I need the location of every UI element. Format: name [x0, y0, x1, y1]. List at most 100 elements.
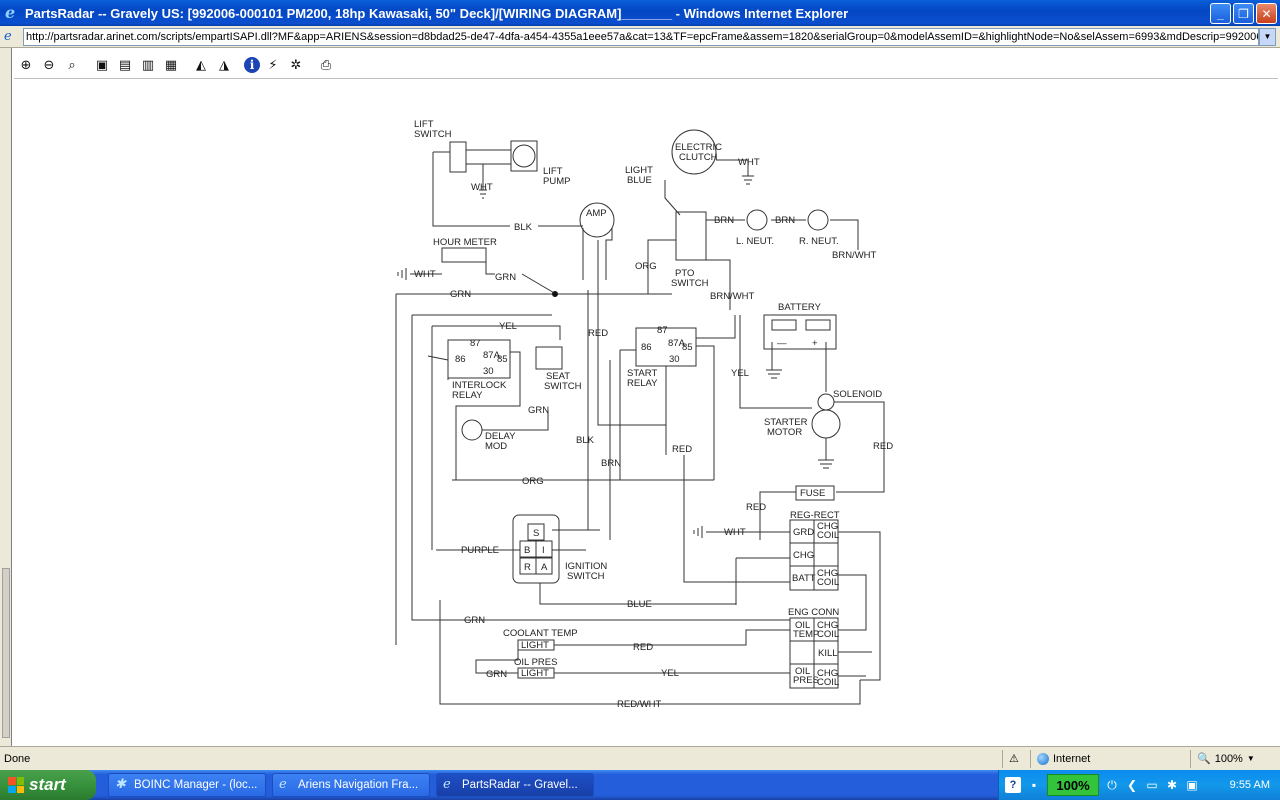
amp-symbol: [579, 202, 615, 238]
label: RED/WHT: [617, 699, 662, 710]
electric-clutch-symbol: [671, 129, 717, 175]
pto-switch-symbol: [675, 211, 707, 261]
zoom-fit-icon[interactable]: ⌕: [68, 57, 76, 72]
start-button[interactable]: start: [0, 770, 96, 800]
fit-width-icon[interactable]: ▤: [118, 57, 132, 72]
help-icon[interactable]: ?: [1005, 777, 1021, 793]
back-arrow-icon[interactable]: ❮: [1126, 778, 1138, 792]
clock: 9:55 AM: [1229, 779, 1270, 791]
address-input[interactable]: http://partsradar.arinet.com/scripts/emp…: [23, 27, 1259, 46]
taskbar-item-label: Ariens Navigation Fra...: [298, 779, 419, 791]
label: BRN/WHT: [710, 291, 755, 302]
label: COIL: [817, 677, 839, 688]
info-icon[interactable]: i: [244, 57, 260, 73]
label: BRN: [601, 458, 621, 469]
label: AMP: [586, 208, 607, 219]
interlock-relay-symbol: [447, 339, 511, 379]
diagram-labels: LIFT SWITCH LIFT PUMP WHT ELECTRIC CLUTC…: [414, 119, 893, 710]
label: 87: [470, 338, 481, 349]
label: PURPLE: [461, 545, 499, 556]
label: RED: [873, 441, 893, 452]
label: BATT: [792, 573, 816, 584]
close-icon[interactable]: ✕: [1256, 3, 1277, 24]
monitor-icon[interactable]: ▣: [1186, 778, 1198, 792]
ie-icon: e: [443, 777, 451, 792]
label: BLK: [576, 435, 595, 446]
zoom-in-icon[interactable]: ⊕: [20, 57, 32, 72]
taskbar-item-partsradar[interactable]: e PartsRadar -- Gravel...: [436, 773, 594, 797]
label: SOLENOID: [833, 389, 882, 400]
ie-icon: e: [279, 777, 287, 792]
fuse-symbol: [795, 485, 835, 501]
hotspot-icon[interactable]: ⚡: [268, 57, 278, 72]
ie-logo-icon: e: [5, 3, 16, 22]
minimize-icon[interactable]: _: [1210, 3, 1231, 24]
label: 85: [497, 354, 508, 365]
zone-cell[interactable]: Internet: [1030, 749, 1190, 768]
label: BRN: [714, 215, 734, 226]
label: START: [627, 368, 657, 379]
address-bar: e http://partsradar.arinet.com/scripts/e…: [0, 26, 1280, 48]
rotate-left-icon[interactable]: ◭: [196, 57, 206, 72]
solenoid-symbol: [817, 393, 835, 411]
lift-pump-symbol: [512, 144, 536, 168]
fit-height-icon[interactable]: ▥: [141, 57, 155, 72]
diagram-viewport[interactable]: LIFT SWITCH LIFT PUMP WHT ELECTRIC CLUTC…: [14, 80, 1278, 746]
rotate-right-icon[interactable]: ◮: [219, 57, 229, 72]
address-dropdown-icon[interactable]: ▼: [1259, 27, 1276, 46]
battery-symbol: [763, 314, 837, 350]
label: 85: [682, 342, 693, 353]
fit-page-icon[interactable]: ▣: [95, 57, 109, 72]
window-titlebar[interactable]: e PartsRadar -- Gravely US: [992006-0001…: [0, 0, 1280, 26]
settings-icon[interactable]: ✲: [290, 57, 302, 72]
zoom-dropdown-icon[interactable]: ▼: [1246, 754, 1255, 763]
status-bar: Done ⚠ Internet 🔍 100% ▼: [0, 746, 1280, 770]
zoom-out-icon[interactable]: ⊖: [43, 57, 55, 72]
label: CLUTCH: [679, 152, 718, 163]
left-frame: [0, 48, 12, 746]
fit-actual-icon[interactable]: ▦: [164, 57, 178, 72]
label: S: [533, 528, 539, 539]
label: RELAY: [627, 378, 658, 389]
label: 87A: [483, 350, 501, 361]
label: CHG: [793, 550, 814, 561]
boinc-tray-icon[interactable]: ✱: [1166, 778, 1178, 792]
label: ORG: [522, 476, 544, 487]
taskbar: start ✱ BOINC Manager - (loc... e Ariens…: [0, 770, 1280, 800]
delay-mod-symbol: [461, 419, 483, 441]
label: R. NEUT.: [799, 236, 839, 247]
left-frame-scrollbar[interactable]: [2, 568, 10, 738]
label: YEL: [499, 321, 517, 332]
zoom-cell[interactable]: 🔍 100% ▼: [1190, 749, 1280, 768]
label: 87A: [668, 338, 686, 349]
taskbar-item-label: PartsRadar -- Gravel...: [462, 779, 578, 791]
label: COIL: [817, 577, 839, 588]
lift-switch-symbol: [449, 141, 467, 173]
security-icon: ⚠: [1009, 753, 1019, 765]
taskbar-item-ariens[interactable]: e Ariens Navigation Fra...: [272, 773, 430, 797]
label: CHG: [817, 620, 838, 631]
battery-percent[interactable]: 100%: [1047, 774, 1099, 796]
label: OIL PRES: [514, 657, 557, 668]
label: —: [777, 338, 787, 349]
power-plug-icon[interactable]: ⏻: [1107, 777, 1117, 792]
zoom-icon: 🔍: [1197, 753, 1211, 765]
label: +: [812, 338, 818, 349]
label: ENG CONN: [788, 607, 839, 618]
print-icon[interactable]: ⎙: [320, 57, 332, 72]
display-icon[interactable]: ▭: [1146, 778, 1158, 792]
network-icon[interactable]: ▪: [1031, 778, 1037, 792]
label: SWITCH: [671, 278, 709, 289]
label: STARTER: [764, 417, 808, 428]
label: YEL: [661, 668, 679, 679]
label: YEL: [731, 368, 749, 379]
label: IGNITION: [565, 561, 607, 572]
label: GRN: [450, 289, 471, 300]
restore-icon[interactable]: ❐: [1233, 3, 1254, 24]
wiring-diagram: LIFT SWITCH LIFT PUMP WHT ELECTRIC CLUTC…: [395, 119, 893, 710]
taskbar-item-boinc[interactable]: ✱ BOINC Manager - (loc...: [108, 773, 266, 797]
label: HOUR METER: [433, 237, 497, 248]
label: COOLANT TEMP: [503, 628, 578, 639]
label: CHG: [817, 568, 838, 579]
taskbar-item-label: BOINC Manager - (loc...: [134, 779, 258, 791]
